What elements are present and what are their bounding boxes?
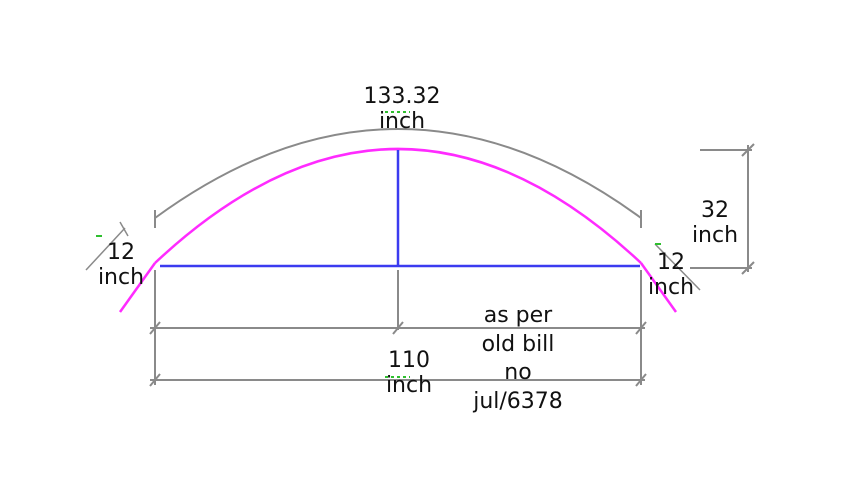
arc-length-unit: inch — [378, 109, 426, 135]
right-extension-label: 12 inch — [640, 250, 702, 301]
arc-length-label: 133.32 inch — [355, 84, 449, 135]
arc-length-value: 133.32 — [363, 84, 441, 109]
left-extension-label: 12 inch — [90, 240, 152, 291]
bill-note-line-4: jul/6378 — [473, 388, 563, 414]
span-value: 110 — [388, 348, 430, 373]
half-span-left-tick — [149, 321, 161, 335]
rise-value: 32 — [701, 198, 729, 223]
right-extension-dim-mark — [654, 243, 701, 291]
span-unit: inch — [385, 373, 433, 399]
rise-unit: inch — [691, 223, 739, 249]
right-extension-line — [639, 262, 678, 313]
rise-label: 32 inch — [684, 198, 746, 249]
right-extension-unit: inch — [647, 275, 695, 301]
bill-note-line-2: old bill — [481, 331, 555, 357]
bill-note-line-3: no — [504, 360, 532, 386]
right-extension-value: 12 — [657, 250, 685, 275]
rise-top-tick — [741, 143, 755, 157]
span-label: 110 inch — [378, 348, 440, 399]
left-extension-line — [118, 262, 157, 313]
left-extension-dim-mark — [85, 227, 126, 271]
arch-profile — [154, 147, 642, 264]
bill-note: as per old bill no jul/6378 — [458, 302, 578, 416]
rise-bottom-tick — [741, 261, 755, 275]
bill-note-line-1: as per — [483, 303, 553, 328]
arc-length-dimension-line — [154, 128, 642, 219]
half-span-right-tick — [635, 321, 647, 335]
left-extension-value: 12 — [107, 240, 135, 265]
left-extension-unit: inch — [97, 265, 145, 291]
span-right-tick — [635, 373, 647, 387]
half-span-center-tick — [392, 321, 404, 335]
span-left-tick — [149, 373, 161, 387]
left-extension-dim-tick — [119, 221, 129, 237]
